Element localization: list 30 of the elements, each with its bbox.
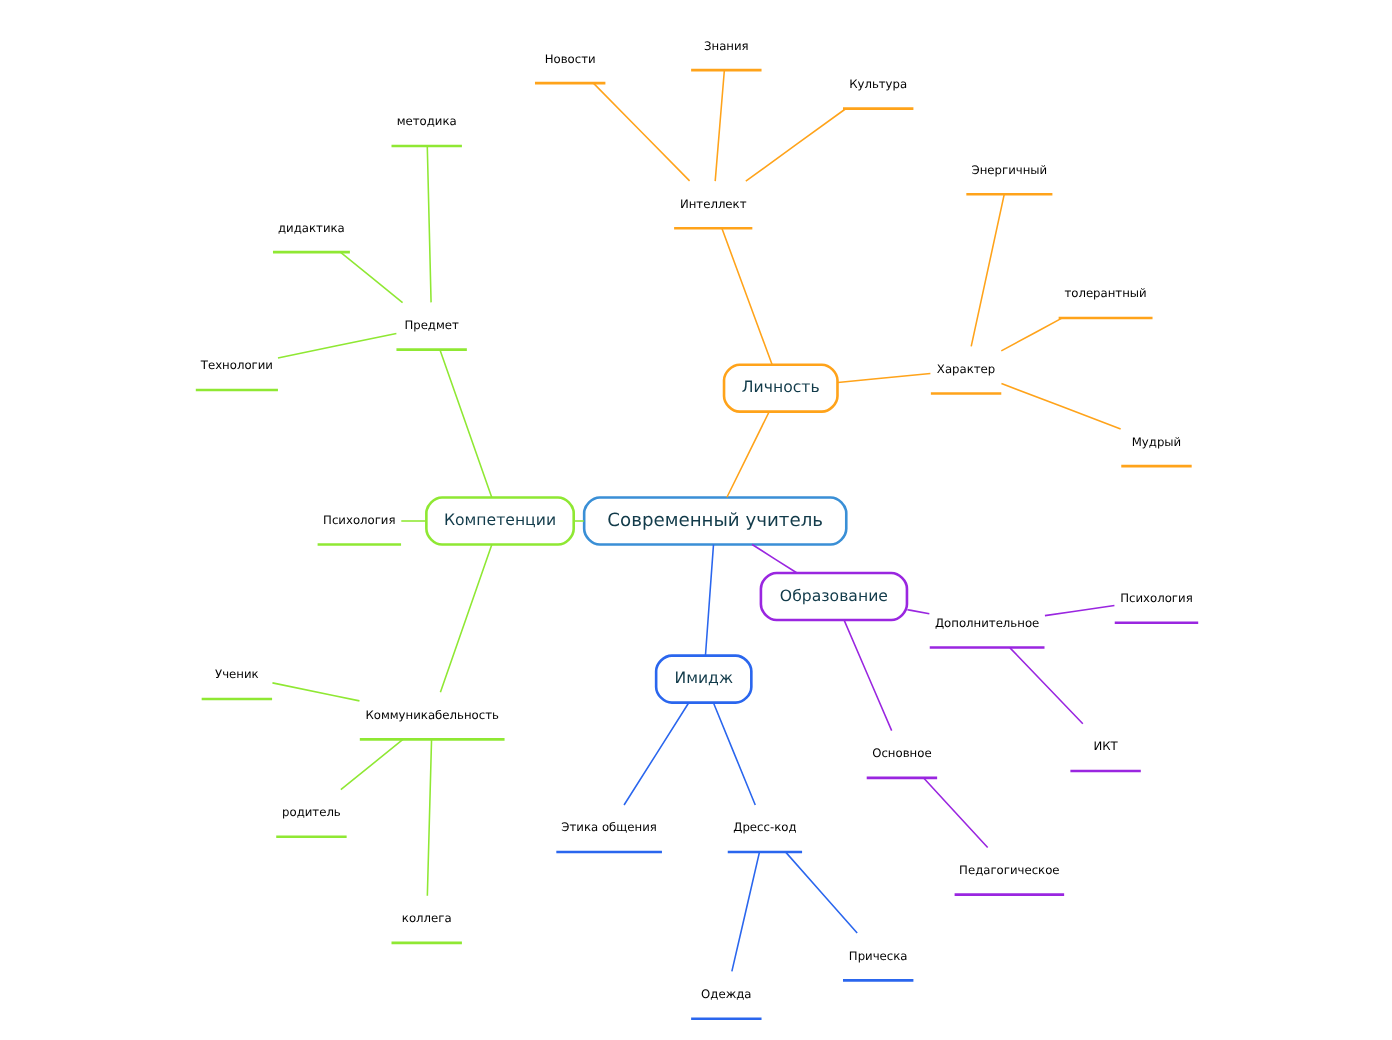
connector [730,850,760,972]
connector [836,371,931,383]
connector [622,701,689,805]
connector [425,144,431,303]
connector [969,192,1004,347]
connector [999,316,1062,351]
connector [725,409,769,498]
connector [572,519,584,521]
connector [783,850,857,933]
connector [591,81,690,181]
connector [921,776,988,848]
connector [270,681,360,701]
connector [1043,603,1115,616]
connector [1008,646,1083,724]
connector [703,542,714,656]
connector [339,737,403,790]
node-box: Современный учитель [581,495,847,545]
connector [338,250,403,303]
connector [711,701,756,805]
connector [438,542,492,693]
connector [999,381,1121,429]
connector [713,68,725,181]
connector [842,618,892,731]
connector [438,347,492,498]
connector [425,737,432,896]
connector [720,226,772,365]
connector [744,106,846,181]
connector [905,607,930,614]
connector [399,519,426,521]
connector [276,331,397,358]
